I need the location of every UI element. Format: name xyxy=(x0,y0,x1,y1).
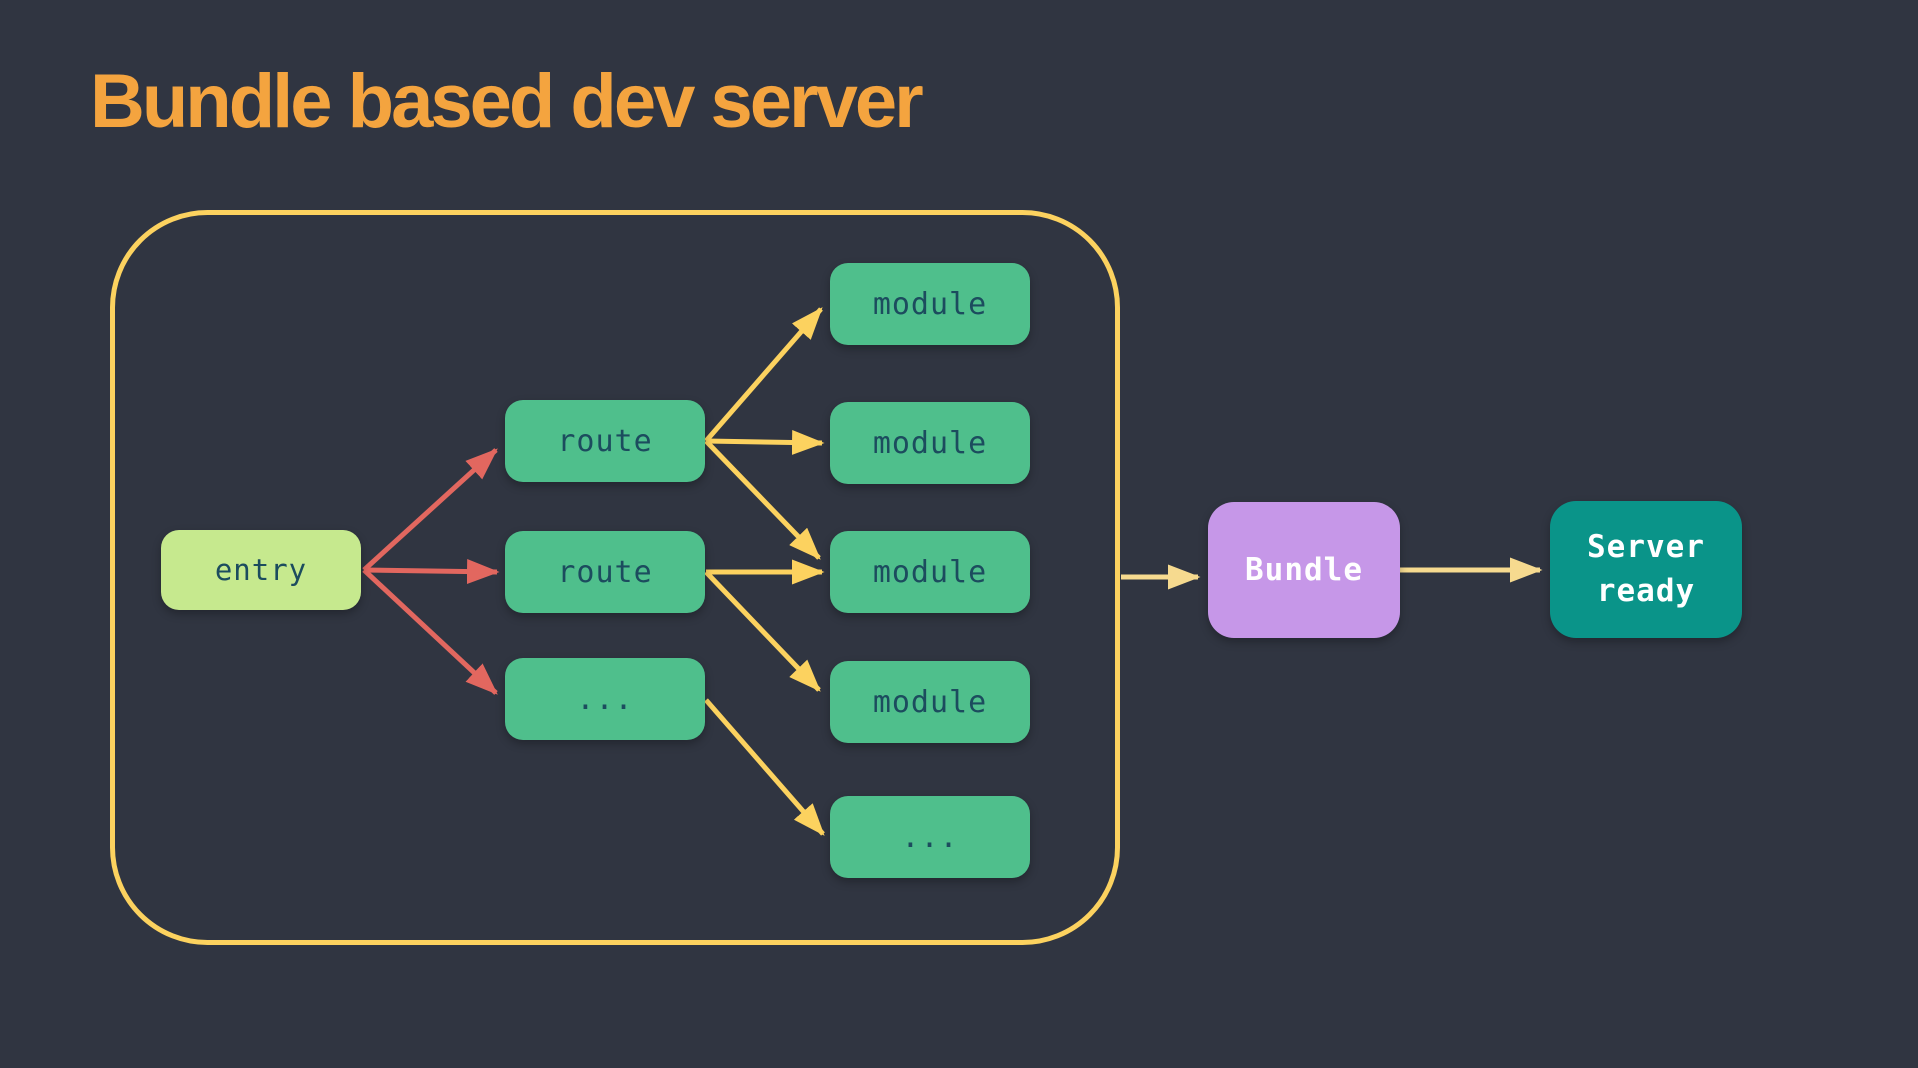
node-module-3-label: module xyxy=(872,554,988,590)
node-route-1: route xyxy=(505,400,705,482)
dev-server-boundary xyxy=(110,210,1120,945)
edge-entry-route3 xyxy=(362,568,498,695)
node-route-ellipsis-label: ... xyxy=(576,681,634,717)
node-entry: entry xyxy=(161,530,361,610)
node-module-1: module xyxy=(830,263,1030,345)
edge-entry-route1 xyxy=(362,448,498,572)
edge-route3-module5 xyxy=(704,698,825,836)
node-route-ellipsis: ... xyxy=(505,658,705,740)
edge-route2-module4 xyxy=(704,570,821,692)
node-route-2-label: route xyxy=(557,554,653,590)
node-server-ready-line1: Server xyxy=(1587,529,1705,566)
node-entry-label: entry xyxy=(214,553,308,587)
diagram-title: Bundle based dev server xyxy=(90,59,924,144)
edge-route1-module2 xyxy=(705,429,825,455)
node-module-2-label: module xyxy=(872,425,988,461)
node-module-4-label: module xyxy=(872,684,988,720)
node-server-ready-line2: ready xyxy=(1596,572,1696,609)
node-route-1-label: route xyxy=(557,423,653,459)
node-server-ready: Server ready xyxy=(1550,501,1742,638)
node-module-ellipsis-label: ... xyxy=(901,819,959,855)
node-module-3: module xyxy=(830,531,1030,613)
node-bundle-label: Bundle xyxy=(1245,552,1363,588)
edge-route1-module1 xyxy=(704,307,823,443)
node-module-1-label: module xyxy=(872,286,988,322)
node-bundle: Bundle xyxy=(1208,502,1400,638)
node-route-2: route xyxy=(505,531,705,613)
edge-route1-module3 xyxy=(704,439,821,560)
edge-entry-route2 xyxy=(363,559,500,585)
node-module-2: module xyxy=(830,402,1030,484)
node-module-4: module xyxy=(830,661,1030,743)
node-module-ellipsis: ... xyxy=(830,796,1030,878)
